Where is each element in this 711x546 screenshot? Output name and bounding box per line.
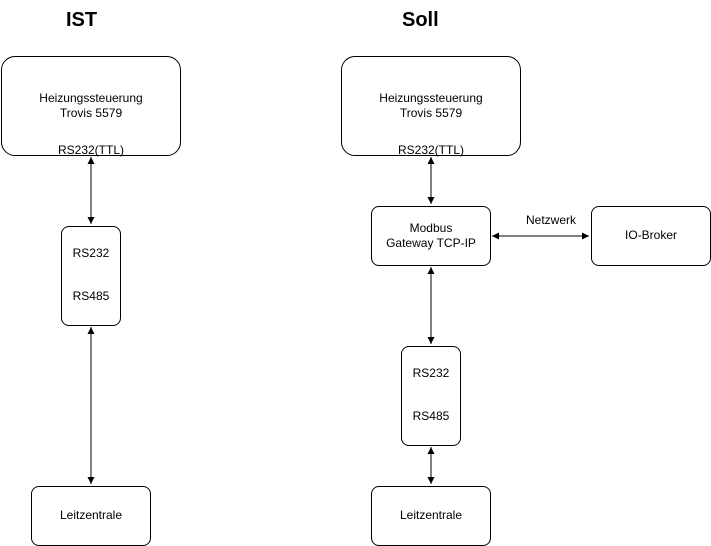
ist-controller-title: Heizungssteuerung (39, 91, 143, 105)
soll-controller-box (341, 56, 521, 156)
ist-converter-rs485: RS485 (72, 289, 110, 303)
soll-iobroker-box (591, 206, 711, 266)
ist-controller-box (1, 56, 181, 156)
soll-network-label: Netzwerk (525, 213, 576, 227)
soll-leitzentrale-box (371, 486, 491, 546)
soll-heading: Soll (402, 9, 439, 31)
ist-controller-model: Trovis 5579 (59, 106, 123, 120)
ist-converter-box (61, 226, 121, 326)
soll-gateway-box (371, 206, 491, 266)
ist-converter-rs232: RS232 (72, 246, 110, 260)
soll-gateway-subtitle: Gateway TCP-IP (386, 236, 476, 250)
soll-converter-rs485: RS485 (412, 409, 450, 423)
soll-iobroker-label: IO-Broker (624, 228, 677, 242)
soll-leitzentrale-label: Leitzentrale (399, 508, 463, 522)
ist-leitzentrale-box (31, 486, 151, 546)
soll-gateway-title: Modbus (409, 221, 453, 235)
soll-controller-title: Heizungssteuerung (379, 91, 483, 105)
soll-controller-port: RS232(TTL) (397, 143, 465, 157)
ist-heading: IST (66, 9, 98, 31)
soll-converter-rs232: RS232 (412, 366, 450, 380)
ist-leitzentrale-label: Leitzentrale (59, 508, 123, 522)
soll-converter-box (401, 346, 461, 446)
ist-controller-port: RS232(TTL) (57, 143, 125, 157)
soll-controller-model: Trovis 5579 (399, 106, 463, 120)
